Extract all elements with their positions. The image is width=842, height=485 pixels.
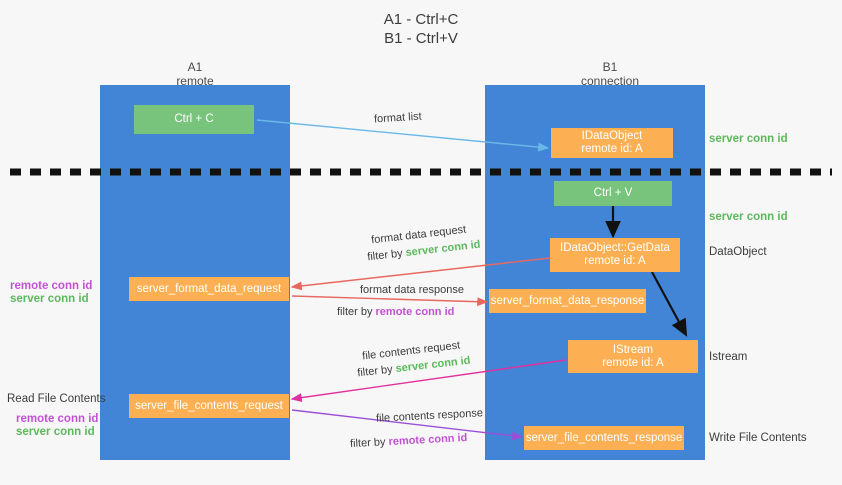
title-line-2: B1 - Ctrl+V: [384, 30, 458, 47]
label-istream: Istream: [709, 351, 748, 363]
filter-prefix-1: filter by: [366, 247, 407, 264]
caption-file-contents-response: file contents response: [375, 407, 484, 425]
caption-filter-remote-2: filter by remote conn id: [350, 431, 468, 451]
box-server-file-contents-request[interactable]: server_file_contents_request: [129, 394, 289, 418]
label-remote-conn-id-1: remote conn id: [10, 280, 93, 292]
filter-value-remote-1: remote conn id: [375, 306, 455, 318]
caption-format-list: format list: [373, 110, 423, 126]
label-write-file-contents: Write File Contents: [709, 432, 807, 444]
title-line-1: A1 - Ctrl+C: [383, 11, 459, 28]
box-idataobject-getdata[interactable]: IDataObject::GetData remote id: A: [550, 238, 680, 272]
label-read-file-contents: Read File Contents: [7, 393, 106, 405]
label-remote-conn-id-2: remote conn id: [16, 413, 99, 425]
box-ctrl-c[interactable]: Ctrl + C: [134, 105, 254, 134]
label-dataobject: DataObject: [709, 246, 767, 258]
box-server-format-data-request[interactable]: server_format_data_request: [129, 277, 289, 301]
column-a1-sub: remote: [176, 74, 214, 88]
box-idataobject[interactable]: IDataObject remote id: A: [551, 128, 673, 158]
column-header-b1: B1 connection: [540, 60, 680, 88]
filter-prefix-4: filter by: [349, 436, 389, 451]
filter-prefix-2: filter by: [337, 306, 376, 318]
column-b1-sub: connection: [580, 74, 640, 88]
label-server-conn-id-top: server conn id: [709, 133, 788, 145]
label-server-conn-id-1: server conn id: [10, 293, 89, 305]
column-header-a1: A1 remote: [130, 60, 260, 88]
label-server-conn-id-2: server conn id: [16, 426, 95, 438]
filter-value-remote-2: remote conn id: [388, 431, 468, 449]
filter-prefix-3: filter by: [356, 363, 397, 380]
box-server-file-contents-response[interactable]: server_file_contents_response: [524, 426, 684, 450]
page-title: A1 - Ctrl+C B1 - Ctrl+V: [0, 10, 842, 48]
column-b1-name: B1: [602, 60, 618, 74]
label-server-conn-id-mid: server conn id: [709, 211, 788, 223]
caption-filter-remote-1: filter by remote conn id: [337, 305, 454, 319]
caption-format-data-response: format data response: [360, 284, 464, 296]
box-server-format-data-response[interactable]: server_format_data_response: [489, 289, 646, 313]
box-istream[interactable]: IStream remote id: A: [568, 340, 698, 373]
box-ctrl-v[interactable]: Ctrl + V: [554, 181, 672, 206]
column-a1-name: A1: [187, 60, 203, 74]
